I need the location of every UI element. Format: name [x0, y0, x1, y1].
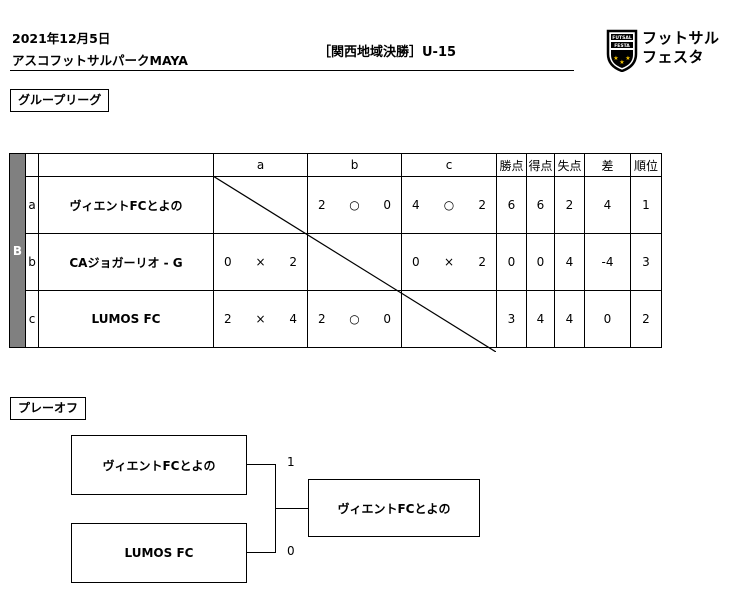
emblem-mid-text: FESTA	[614, 43, 630, 49]
score-for: 0	[412, 255, 420, 269]
header-blank	[25, 153, 39, 177]
league-table: B a b c 勝点 得点 失点 差 順位 a ヴィエントFCとよの 2 ○ 0…	[9, 153, 662, 348]
self-match-cell	[307, 233, 402, 291]
bracket-team-top: ヴィエントFCとよの	[71, 435, 247, 495]
match-result-cell: 2 × 4	[213, 290, 308, 348]
stat-goals-for: 4	[526, 290, 555, 348]
row-label: a	[25, 176, 39, 234]
table-header-row: B a b c 勝点 得点 失点 差 順位	[9, 153, 662, 348]
score-for: 4	[412, 198, 420, 212]
result-mark: ×	[255, 255, 266, 269]
score-for: 2	[318, 198, 326, 212]
bracket-score-bottom: 0	[287, 544, 295, 558]
table-row: a ヴィエントFCとよの 2 ○ 0 4 ○ 2 6 6 2 4 1	[10, 176, 662, 234]
self-match-cell	[401, 290, 497, 348]
score-against: 2	[478, 198, 486, 212]
stat-difference: -4	[584, 233, 631, 291]
col-header-a: a	[213, 153, 308, 177]
result-mark: ○	[443, 198, 455, 212]
stat-rank: 1	[630, 176, 662, 234]
match-result-cell: 4 ○ 2	[401, 176, 497, 234]
bracket-score-top: 1	[287, 455, 295, 469]
match-result-cell: 2 ○ 0	[307, 290, 402, 348]
match-result-cell: 0 × 2	[213, 233, 308, 291]
score-for: 2	[318, 312, 326, 326]
result-mark: ○	[349, 198, 360, 212]
shield-emblem-icon: FUTSAL FESTA ★ ★ ★	[606, 29, 638, 73]
score-against: 2	[478, 255, 486, 269]
row-label: c	[25, 290, 39, 348]
stat-rank: 2	[630, 290, 662, 348]
bracket-line	[246, 552, 275, 553]
score-against: 2	[289, 255, 297, 269]
team-name: CAジョガーリオ - G	[38, 233, 214, 291]
row-label: b	[25, 233, 39, 291]
match-result-cell: 0 × 2	[401, 233, 497, 291]
venue-name: アスコフットサルパークMAYA	[12, 53, 188, 68]
tournament-title: ［関西地域決勝］U-15	[318, 45, 457, 60]
star-icon: ★	[625, 55, 630, 62]
header-divider	[10, 70, 574, 71]
team-name: ヴィエントFCとよの	[102, 458, 216, 473]
score-against: 0	[383, 312, 391, 326]
col-header-c: c	[401, 153, 497, 177]
bracket-team-bottom: LUMOS FC	[71, 523, 247, 583]
match-result-cell: 2 ○ 0	[307, 176, 402, 234]
stat-points: 0	[496, 233, 527, 291]
stat-header-goals-against: 失点	[554, 153, 585, 177]
logo-line-2: フェスタ	[642, 48, 705, 66]
score-for: 0	[224, 255, 232, 269]
score-against: 0	[383, 198, 391, 212]
team-name: ヴィエントFCとよの	[38, 176, 214, 234]
self-match-cell	[213, 176, 308, 234]
bracket-line	[246, 464, 275, 465]
table-row: b CAジョガーリオ - G 0 × 2 0 × 2 0 0 4 -4 3	[10, 233, 662, 291]
table-row: c LUMOS FC 2 × 4 2 ○ 0 3 4 4 0 2	[10, 290, 662, 348]
stat-points: 3	[496, 290, 527, 348]
stat-difference: 4	[584, 176, 631, 234]
score-for: 2	[224, 312, 232, 326]
match-date: 2021年12月5日	[12, 31, 111, 46]
stat-header-points: 勝点	[496, 153, 527, 177]
result-mark: ○	[349, 312, 360, 326]
bracket-winner: ヴィエントFCとよの	[308, 479, 480, 537]
star-icon: ★	[613, 55, 618, 62]
stat-header-rank: 順位	[630, 153, 662, 177]
stat-goals-for: 0	[526, 233, 555, 291]
team-name: ヴィエントFCとよの	[337, 501, 451, 516]
emblem-top-text: FUTSAL	[612, 35, 632, 41]
star-icon: ★	[619, 59, 624, 66]
stat-goals-for: 6	[526, 176, 555, 234]
bracket-line	[275, 508, 308, 509]
stat-difference: 0	[584, 290, 631, 348]
stat-points: 6	[496, 176, 527, 234]
group-cell: B	[9, 153, 26, 348]
futsal-festa-logo: FUTSAL FESTA ★ ★ ★ フットサル フェスタ	[606, 28, 730, 73]
team-name: LUMOS FC	[124, 546, 194, 560]
result-mark: ×	[443, 255, 455, 269]
col-header-b: b	[307, 153, 402, 177]
stat-rank: 3	[630, 233, 662, 291]
stat-goals-against: 4	[554, 290, 585, 348]
playoff-label: プレーオフ	[10, 397, 87, 420]
stat-header-difference: 差	[584, 153, 631, 177]
logo-line-1: フットサル	[642, 29, 720, 47]
group-league-label: グループリーグ	[10, 89, 110, 112]
result-mark: ×	[255, 312, 266, 326]
stat-header-goals-for: 得点	[526, 153, 555, 177]
header-blank	[38, 153, 214, 177]
score-against: 4	[289, 312, 297, 326]
stat-goals-against: 4	[554, 233, 585, 291]
stat-goals-against: 2	[554, 176, 585, 234]
team-name: LUMOS FC	[38, 290, 214, 348]
